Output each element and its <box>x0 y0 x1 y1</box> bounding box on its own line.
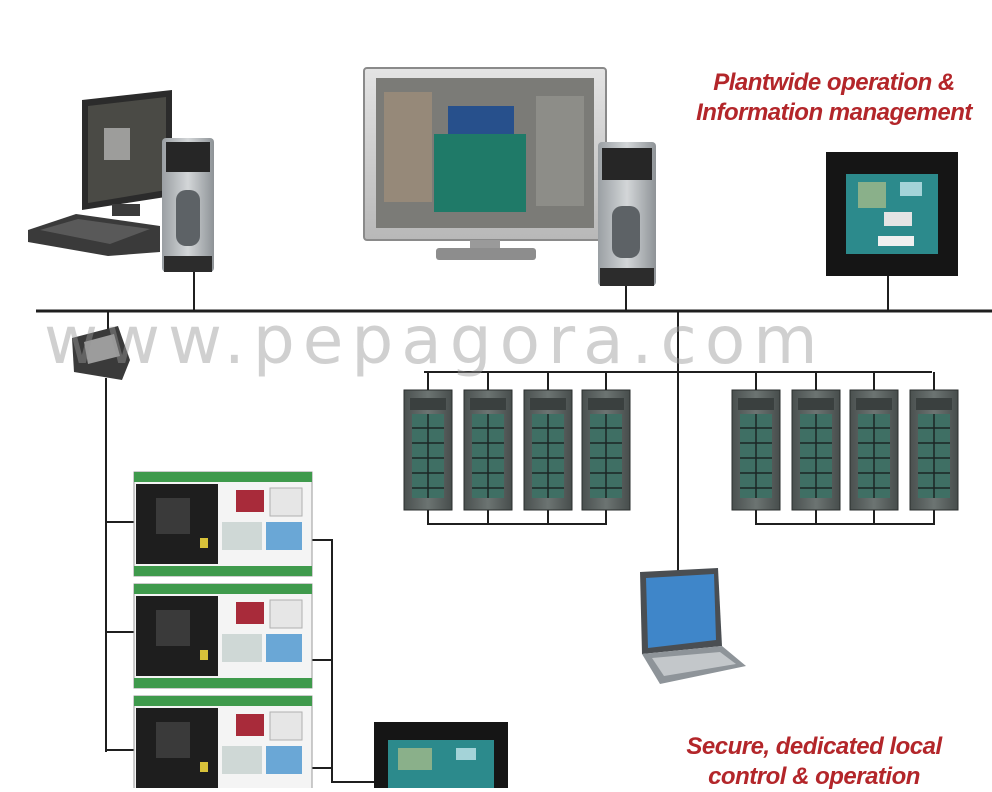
hmi-bottom-block-1 <box>398 748 432 770</box>
left-drive-2 <box>463 372 513 511</box>
caption-top-line-1: Plantwide operation & <box>713 69 955 96</box>
drive-group-left <box>403 372 631 511</box>
plc-status-led <box>200 762 208 772</box>
plc-rail-top <box>134 696 312 706</box>
plc-io-module-b <box>266 746 302 774</box>
panel-hmi-top <box>826 152 958 276</box>
left-drive-1 <box>403 372 453 511</box>
panel-hmi-bottom <box>374 722 508 788</box>
large-monitor-pc-icon <box>363 67 656 286</box>
plc-red-module <box>236 714 264 736</box>
screen-plant-green <box>434 134 526 212</box>
plc-cpu-display <box>156 498 190 534</box>
plc-terminal-block <box>269 487 303 517</box>
monitor-stand <box>112 204 140 216</box>
watermark: www.pepagora.com <box>44 302 826 379</box>
switch-face <box>84 334 120 364</box>
drive-header <box>530 398 566 410</box>
plc-rail-top <box>134 472 312 482</box>
plc-terminal-block <box>269 599 303 629</box>
right-drive-2 <box>791 372 841 511</box>
tower-panel <box>176 190 200 246</box>
plc-rail-bottom <box>134 566 312 576</box>
plc-red-module <box>236 490 264 512</box>
touch-panel-icon <box>826 152 958 276</box>
plc-io-module-a <box>222 522 262 550</box>
laptop-screen <box>646 574 716 648</box>
network-wiring <box>36 272 992 783</box>
drive-header <box>588 398 624 410</box>
desktop-pc-icon <box>28 90 214 272</box>
plc-rack-3 <box>133 695 313 788</box>
network-switch <box>72 326 130 380</box>
plc-terminal-block <box>269 711 303 741</box>
plc-status-led <box>200 650 208 660</box>
caption-top-line-2: Information management <box>696 99 972 126</box>
tower-right-panel <box>612 206 640 258</box>
plc-io-module-b <box>266 522 302 550</box>
crt-screen-detail <box>104 128 130 160</box>
plc-rail-top <box>134 584 312 594</box>
left-drive-3 <box>523 372 573 511</box>
right-drive-4 <box>909 372 959 511</box>
caption-plantwide-operation: Plantwide operation & Information manage… <box>675 68 992 128</box>
drive-group-right <box>731 372 959 511</box>
plc-io-module-b <box>266 634 302 662</box>
laptop-keys <box>652 652 736 676</box>
drive-header <box>410 398 446 410</box>
monitor-neck <box>470 240 500 248</box>
drive-header <box>856 398 892 410</box>
engineering-workstation <box>28 90 214 272</box>
tower-right-base <box>600 268 654 286</box>
keyboard-keys <box>40 219 150 244</box>
plc-cpu-display <box>156 722 190 758</box>
screen-plant-right <box>536 96 584 206</box>
hmi-screen-block-4 <box>878 236 914 246</box>
touch-panel-icon <box>374 722 508 788</box>
laptop-icon <box>640 568 746 684</box>
monitor-foot <box>436 248 536 260</box>
caption-bottom-line-1: Secure, dedicated local <box>686 733 942 760</box>
hmi-screen-block-2 <box>900 182 922 196</box>
plc-rack-stack <box>133 471 313 788</box>
plc-io-module-a <box>222 634 262 662</box>
tower-right-bay <box>602 148 652 180</box>
left-drive-4 <box>581 372 631 511</box>
right-drive-1 <box>731 372 781 511</box>
screen-plant-left <box>384 92 432 202</box>
right-drive-3 <box>849 372 899 511</box>
laptop <box>640 568 746 684</box>
switch-icon <box>72 326 130 380</box>
caption-local-control: Secure, dedicated local control & operat… <box>664 732 964 792</box>
tower-drive-bay <box>166 142 210 172</box>
drive-bus-bottom-left <box>427 510 607 525</box>
drive-header <box>470 398 506 410</box>
plc-status-led <box>200 538 208 548</box>
plc-rack-2 <box>133 583 313 689</box>
plc-rack-1 <box>133 471 313 577</box>
hmi-screen-block-1 <box>858 182 886 208</box>
plc-io-module-a <box>222 746 262 774</box>
screen-plant-blue <box>448 106 514 138</box>
caption-bottom-line-2: control & operation <box>708 763 920 790</box>
tower-base <box>164 256 212 272</box>
drive-header <box>738 398 774 410</box>
plc-rail-bottom <box>134 678 312 688</box>
drive-header <box>798 398 834 410</box>
plc-cpu-display <box>156 610 190 646</box>
drive-bus-bottom-right <box>755 510 935 525</box>
plc-red-module <box>236 602 264 624</box>
drive-header <box>916 398 952 410</box>
operator-station <box>363 67 656 286</box>
hmi-bottom-block-2 <box>456 748 476 760</box>
hmi-screen-block-3 <box>884 212 912 226</box>
